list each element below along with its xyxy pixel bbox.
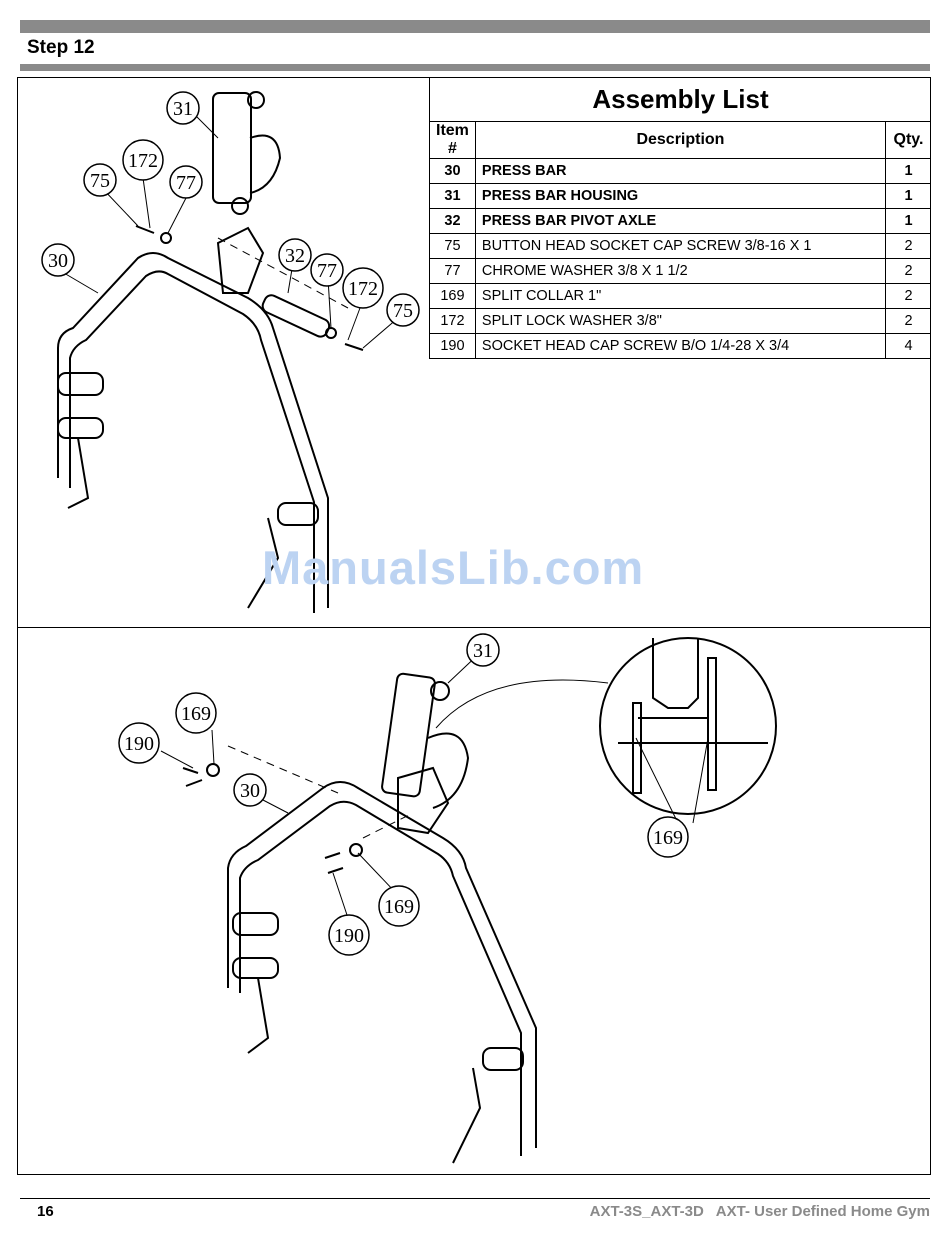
page-number: 16 [37, 1203, 54, 1220]
callout-label: 32 [285, 245, 305, 267]
table-row: 32 PRESS BAR PIVOT AXLE 1 [429, 208, 931, 234]
callout-circle [169, 165, 203, 199]
watermark: ManualsLib.com [262, 541, 645, 594]
table-header: Item # Description Qty. [429, 121, 931, 159]
callout-label: 75 [393, 300, 413, 322]
item-number: 169 [429, 283, 476, 309]
column-header-description: Description [474, 121, 887, 159]
callout-label: 31 [173, 98, 193, 120]
step-title: Step 12 [27, 37, 95, 58]
callout-label: 30 [240, 780, 260, 802]
item-description: CHROME WASHER 3/8 X 1 1/2 [474, 258, 887, 284]
callout-label: 190 [124, 733, 154, 755]
callout-circle [278, 238, 312, 272]
top-assembly-diagram: 31 172 75 77 30 32 77 172 75 [41, 91, 420, 613]
item-qty: 1 [885, 208, 931, 234]
item-qty: 1 [885, 158, 931, 184]
callout-label: 169 [384, 896, 414, 918]
callout-label: 190 [334, 925, 364, 947]
callout-label: 172 [348, 278, 378, 300]
callout-circle [83, 163, 117, 197]
table-row: 190 SOCKET HEAD CAP SCREW B/O 1/4-28 X 3… [429, 333, 931, 359]
item-number: 32 [429, 208, 476, 234]
column-header-qty: Qty. [885, 121, 931, 159]
item-qty: 4 [885, 333, 931, 359]
item-number: 172 [429, 308, 476, 334]
item-number: 77 [429, 258, 476, 284]
item-description: PRESS BAR PIVOT AXLE [474, 208, 887, 234]
table-row: 31 PRESS BAR HOUSING 1 [429, 183, 931, 209]
footer-rule [20, 1198, 930, 1199]
table-row: 77 CHROME WASHER 3/8 X 1 1/2 2 [429, 258, 931, 284]
callout-circle [378, 885, 420, 927]
callout-label: 169 [653, 827, 683, 849]
footer-text: AXT-3S_AXT-3D AXT- User Defined Home Gym [589, 1203, 930, 1220]
callout-circle [386, 293, 420, 327]
item-qty: 2 [885, 308, 931, 334]
assembly-list-title: Assembly List [429, 78, 931, 122]
callout-circle [122, 139, 164, 181]
callout-circle [118, 722, 160, 764]
section-divider [17, 627, 931, 628]
table-row: 172 SPLIT LOCK WASHER 3/8" 2 [429, 308, 931, 334]
item-number: 31 [429, 183, 476, 209]
callout-circle [233, 773, 267, 807]
table-row: 30 PRESS BAR 1 [429, 158, 931, 184]
item-qty: 2 [885, 283, 931, 309]
header-underline [20, 64, 930, 71]
item-description: PRESS BAR HOUSING [474, 183, 887, 209]
header-bar [20, 20, 930, 33]
item-qty: 2 [885, 258, 931, 284]
callout-circle [166, 91, 200, 125]
callout-label: 30 [48, 250, 68, 272]
item-description: SOCKET HEAD CAP SCREW B/O 1/4-28 X 3/4 [474, 333, 887, 359]
item-description: PRESS BAR [474, 158, 887, 184]
callout-circle [328, 914, 370, 956]
item-qty: 1 [885, 183, 931, 209]
callout-circle [310, 253, 344, 287]
table-row: 75 BUTTON HEAD SOCKET CAP SCREW 3/8-16 X… [429, 233, 931, 259]
item-qty: 2 [885, 233, 931, 259]
content-frame [17, 77, 931, 1175]
callout-circle [342, 267, 384, 309]
callout-circle [466, 633, 500, 667]
item-number: 75 [429, 233, 476, 259]
callout-label: 75 [90, 170, 110, 192]
callout-circle [647, 816, 689, 858]
callout-circle [175, 692, 217, 734]
bottom-assembly-diagram: 31 169 190 30 169 190 169 [118, 633, 777, 1164]
item-description: BUTTON HEAD SOCKET CAP SCREW 3/8-16 X 1 [474, 233, 887, 259]
item-description: SPLIT LOCK WASHER 3/8" [474, 308, 887, 334]
column-header-item: Item # [429, 121, 476, 159]
item-number: 30 [429, 158, 476, 184]
assembly-list-table: Assembly List Item # Description Qty. 30… [429, 78, 931, 359]
callout-label: 169 [181, 703, 211, 725]
callout-label: 172 [128, 150, 158, 172]
callout-label: 77 [317, 260, 337, 282]
item-number: 190 [429, 333, 476, 359]
callout-label: 31 [473, 640, 493, 662]
table-row: 169 SPLIT COLLAR 1" 2 [429, 283, 931, 309]
callout-circle [41, 243, 75, 277]
callout-label: 77 [176, 172, 196, 194]
item-description: SPLIT COLLAR 1" [474, 283, 887, 309]
